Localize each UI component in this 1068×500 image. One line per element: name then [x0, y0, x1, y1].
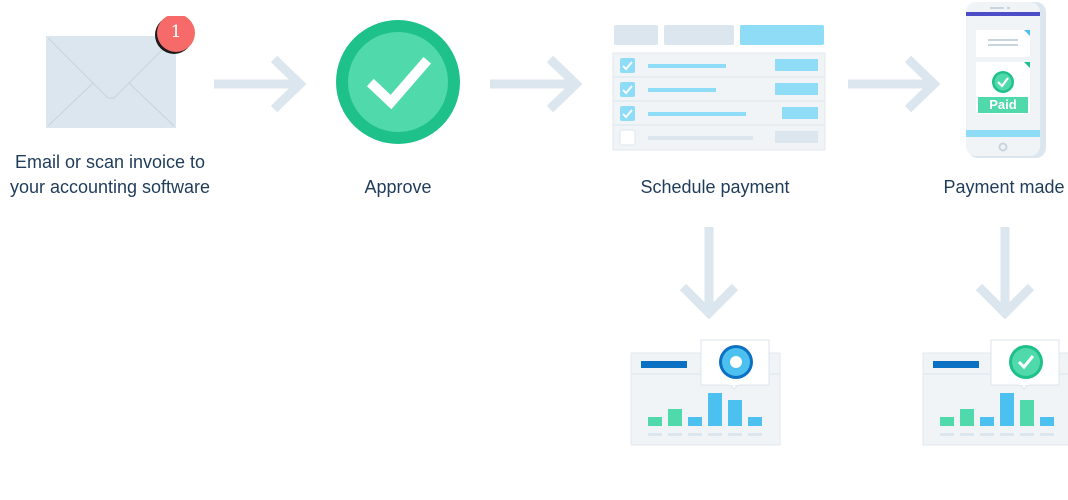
step-label-payment-made: Payment made: [943, 177, 1065, 197]
badge-count: 1: [170, 22, 182, 42]
step-label-line2: your accounting software: [9, 177, 211, 197]
circle-dot-icon: [719, 345, 753, 379]
envelope-icon: [46, 36, 176, 128]
step-payment-made: Paid: [962, 0, 1048, 160]
check-circle-icon: [336, 20, 460, 144]
notification-badge: 1: [155, 16, 195, 56]
step-approve: [336, 20, 461, 145]
payment-schedule-list-icon: [612, 25, 826, 151]
arrow-right-icon: [214, 55, 307, 113]
step-label-line1: Email or scan invoice to: [14, 152, 206, 172]
paid-status-label: Paid: [989, 97, 1017, 112]
step-schedule-payment: [612, 24, 826, 154]
outcome-dashboard-pending: [630, 338, 782, 448]
dashboard-pending-icon: [630, 339, 781, 446]
arrow-right-icon: [848, 55, 941, 113]
arrow-down-icon: [679, 227, 739, 320]
outcome-dashboard-complete: [922, 338, 1068, 448]
phone-paid-icon: [966, 2, 1046, 158]
step-label-email: Email or scan invoice to your accounting…: [0, 150, 220, 200]
step-email-invoice: 1: [40, 16, 200, 135]
check-circle-icon: [1009, 345, 1043, 379]
step-label-approve: Approve: [364, 177, 432, 197]
dashboard-complete-icon: [922, 339, 1068, 446]
arrow-right-icon: [490, 55, 583, 113]
step-label-schedule: Schedule payment: [640, 177, 790, 197]
arrow-down-icon: [975, 227, 1035, 320]
